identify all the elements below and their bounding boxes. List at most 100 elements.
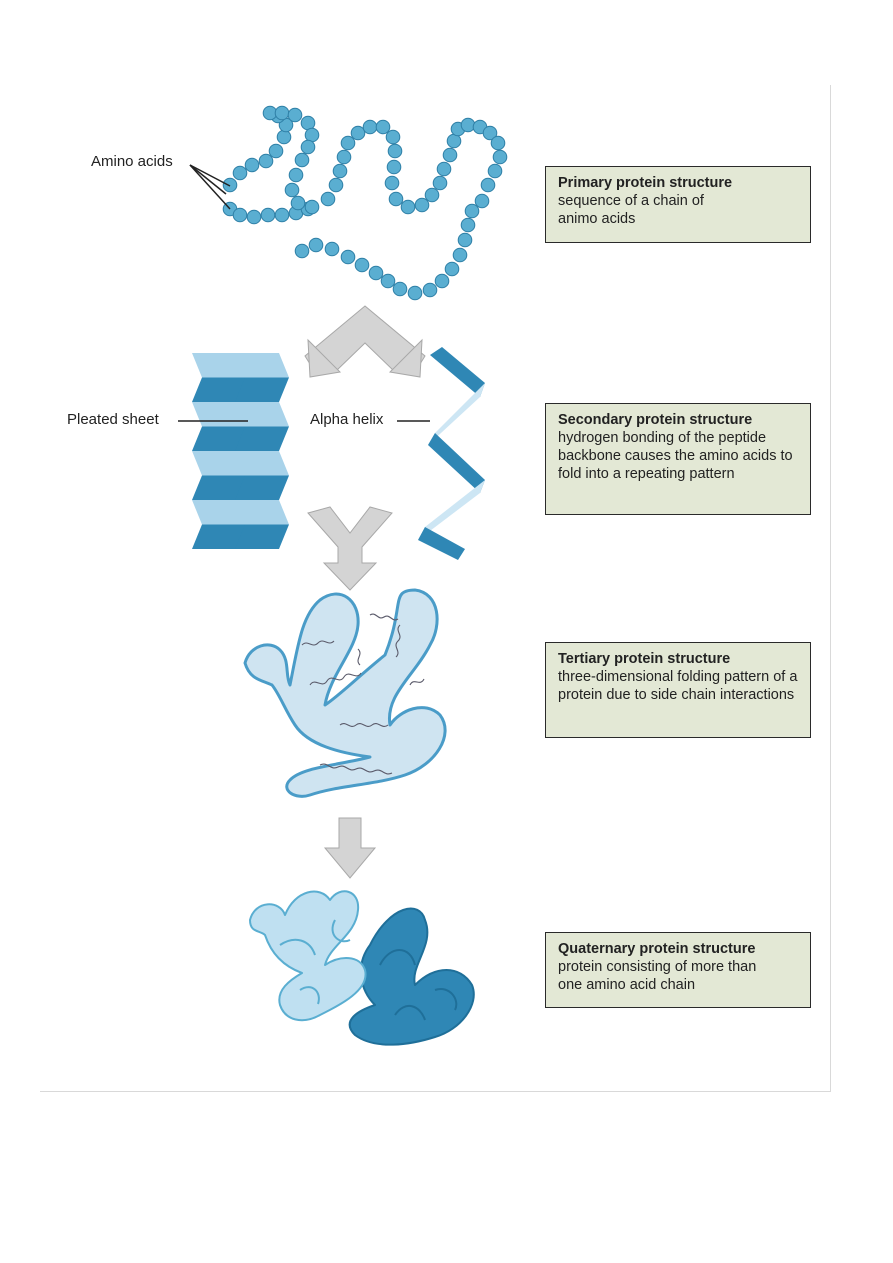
amino-acid-bead — [222, 177, 238, 193]
down-arrow — [323, 817, 377, 879]
amino-acid-bead — [294, 152, 310, 168]
amino-acid-bead — [368, 265, 384, 281]
helix-turn — [418, 480, 485, 540]
amino-acid-bead — [290, 195, 306, 211]
helix-turn — [418, 527, 465, 560]
sheet-strand-segment — [235, 524, 289, 549]
tertiary-structure — [243, 588, 447, 798]
amino-acid-bead — [444, 261, 460, 277]
amino-acid-bead — [284, 182, 300, 198]
amino-acid-bead — [362, 119, 378, 135]
amino-acid-bead — [232, 165, 248, 181]
sheet-strand-segment — [192, 451, 246, 476]
amino-acid-bead — [336, 149, 352, 165]
primary-structure-box: Primary protein structure sequence of a … — [545, 166, 811, 243]
helix-turn — [428, 383, 485, 445]
amino-acid-bead — [328, 177, 344, 193]
amino-acid-bead — [294, 243, 310, 259]
amino-acid-bead — [460, 217, 476, 233]
amino-acid-bead — [244, 157, 260, 173]
amino-acid-bead — [260, 207, 276, 223]
amino-acid-bead — [414, 197, 430, 213]
amino-acid-bead — [487, 163, 503, 179]
sheet-strand-segment — [235, 402, 289, 427]
amino-acid-bead — [482, 125, 498, 141]
amino-acid-bead — [480, 177, 496, 193]
box-description: protein consisting of more than one amin… — [558, 959, 757, 993]
amino-acid-bead — [232, 207, 248, 223]
amino-acid-bead — [434, 273, 450, 289]
amino-acid-bead — [274, 105, 290, 121]
quaternary-structure-box: Quaternary protein structure protein con… — [545, 932, 811, 1008]
sheet-strand-segment — [235, 500, 289, 525]
amino-acid-bead — [492, 149, 508, 165]
sheet-strand-segment — [192, 500, 246, 525]
secondary-structure-box: Secondary protein structure hydrogen bon… — [545, 403, 811, 515]
amino-acid-bead — [375, 119, 391, 135]
amino-acid-bead — [380, 273, 396, 289]
amino-acid-bead — [300, 139, 316, 155]
amino-acid-bead — [287, 107, 303, 123]
sheet-strand-segment — [192, 524, 246, 549]
helix-turn — [430, 347, 485, 397]
amino-acid-bead — [474, 193, 490, 209]
amino-acid-bead — [274, 207, 290, 223]
split-arrow — [304, 305, 426, 373]
box-description: hydrogen bonding of the peptide backbone… — [558, 430, 793, 482]
amino-acid-bead — [324, 241, 340, 257]
amino-acids-label: Amino acids — [91, 153, 173, 170]
amino-acid-bead — [276, 129, 292, 145]
amino-acid-bead — [350, 125, 366, 141]
illustration — [178, 105, 508, 1046]
amino-acid-bead — [332, 163, 348, 179]
box-title: Primary protein structure — [558, 175, 733, 191]
quaternary-structure — [249, 890, 475, 1046]
amino-acid-bead — [320, 191, 336, 207]
sheet-strand-segment — [235, 353, 289, 378]
amino-acid-bead — [422, 282, 438, 298]
helix-turn — [428, 433, 485, 493]
amino-acid-bead — [268, 143, 284, 159]
split-arrow-right-head — [388, 338, 423, 378]
amino-acid-bead — [392, 281, 408, 297]
box-title: Quaternary protein structure — [558, 941, 756, 957]
amino-acid-bead — [400, 199, 416, 215]
sheet-strand-segment — [192, 377, 246, 402]
alpha-helix — [418, 347, 485, 560]
alpha-helix-label: Alpha helix — [310, 411, 384, 428]
amino-acid-bead — [386, 159, 402, 175]
sheet-strand-segment — [235, 426, 289, 451]
sheet-strand-segment — [192, 426, 246, 451]
amino-acid-bead — [432, 175, 448, 191]
amino-acid-bead — [340, 249, 356, 265]
amino-acid-bead — [304, 199, 320, 215]
amino-acid-bead — [388, 191, 404, 207]
amino-acid-bead — [246, 209, 262, 225]
amino-acid-chain — [222, 105, 508, 301]
amino-acid-bead — [407, 285, 423, 301]
protein-structure-figure: Amino acids Pleated sheet Alpha helix Pr… — [40, 85, 831, 1092]
sheet-strand-segment — [235, 377, 289, 402]
amino-acid-bead — [387, 143, 403, 159]
amino-acid-bead — [258, 153, 274, 169]
box-description: sequence of a chain of animo acids — [558, 193, 704, 227]
merge-arrow — [307, 506, 393, 591]
amino-acid-bead — [442, 147, 458, 163]
amino-acid-bead — [354, 257, 370, 273]
amino-acid-bead — [424, 187, 440, 203]
amino-acid-bead — [340, 135, 356, 151]
tertiary-structure-box: Tertiary protein structure three-dimensi… — [545, 642, 811, 738]
amino-acid-bead — [490, 135, 506, 151]
amino-acid-bead — [464, 203, 480, 219]
amino-acid-bead — [452, 247, 468, 263]
amino-acids-pointer — [189, 164, 231, 210]
pleated-sheet — [192, 353, 289, 549]
sheet-strand-segment — [235, 475, 289, 500]
amino-acid-bead — [384, 175, 400, 191]
amino-acid-bead — [308, 237, 324, 253]
amino-acid-bead — [436, 161, 452, 177]
sheet-strand-segment — [192, 353, 246, 378]
split-arrow-left-head — [307, 338, 342, 378]
amino-acid-bead — [288, 167, 304, 183]
sheet-strand-segment — [192, 475, 246, 500]
